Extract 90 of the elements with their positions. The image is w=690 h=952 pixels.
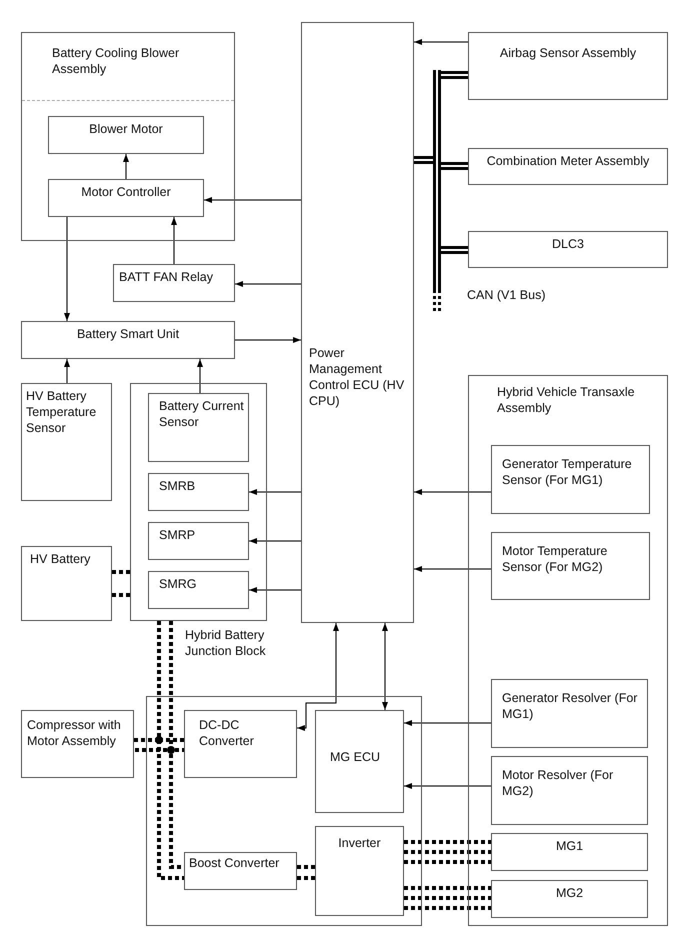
block-box	[113, 264, 235, 302]
box-label: Motor Temperature Sensor (For MG2)	[502, 543, 608, 575]
arrow	[296, 622, 339, 731]
box-label: DLC3	[551, 236, 585, 252]
block-box	[148, 571, 249, 609]
box-label: Compressor with Motor Assembly	[27, 717, 122, 749]
box-label: Boost Converter	[189, 855, 280, 871]
arrow	[197, 358, 203, 394]
box-label: HV Battery	[30, 551, 92, 567]
arrow	[404, 720, 492, 726]
power-line	[404, 896, 491, 900]
block-box	[48, 179, 204, 217]
box-label: Inverter	[337, 835, 382, 851]
block-box	[148, 473, 249, 511]
block-box	[148, 393, 249, 462]
box-label: Generator Resolver (For MG1)	[502, 690, 638, 722]
box-label: BATT FAN Relay	[119, 269, 214, 285]
block-box	[491, 833, 648, 871]
arrow	[171, 216, 177, 264]
box-label: Motor Resolver (For MG2)	[502, 767, 614, 799]
box-label: Blower Motor	[88, 121, 164, 137]
box-label: Combination Meter Assembly	[486, 153, 650, 169]
block-box	[491, 756, 648, 825]
block-box	[21, 710, 134, 778]
power-line	[297, 865, 315, 869]
block-box	[21, 383, 112, 501]
arrow	[123, 154, 129, 180]
box-label: Motor Controller	[80, 184, 172, 200]
power-line	[404, 850, 491, 854]
block-box	[315, 826, 404, 916]
group-box	[468, 375, 668, 926]
power-line	[112, 593, 130, 597]
arrow	[382, 622, 388, 710]
box-label: Battery Current Sensor	[159, 398, 244, 430]
block-box	[301, 22, 414, 623]
block-box	[468, 231, 668, 268]
block-box	[491, 880, 648, 918]
bus-line	[414, 156, 433, 164]
box-label: SMRG	[159, 576, 198, 592]
box-label: SMRP	[159, 527, 196, 543]
group-box	[21, 32, 235, 241]
bus-line	[441, 162, 468, 170]
block-box	[184, 710, 297, 778]
block-box	[148, 522, 249, 560]
arrow	[234, 337, 302, 343]
arrow	[404, 783, 492, 789]
block-box	[491, 679, 648, 748]
bus-bar	[433, 70, 441, 312]
power-line	[297, 876, 315, 880]
power-line	[404, 840, 491, 844]
box-label: Hybrid Vehicle Transaxle Assembly	[497, 384, 636, 416]
block-box	[468, 148, 668, 185]
block-box	[491, 532, 650, 600]
bus-line	[441, 246, 468, 254]
box-label: MG2	[554, 885, 584, 901]
power-line	[112, 570, 130, 574]
arrow	[64, 216, 70, 322]
empty-box	[146, 696, 422, 926]
box-label: Airbag Sensor Assembly	[498, 45, 638, 61]
box-label: MG ECU	[330, 749, 381, 765]
power-line	[404, 906, 491, 910]
block-box	[21, 546, 112, 621]
box-label: Hybrid Battery Junction Block	[185, 627, 267, 659]
arrow	[414, 489, 492, 495]
arrow	[414, 39, 468, 45]
arrow	[248, 489, 302, 495]
arrow	[248, 587, 302, 593]
power-line	[404, 886, 491, 890]
box-label: Generator Temperature Sensor (For MG1)	[502, 456, 633, 488]
block-box	[491, 445, 650, 514]
block-box	[468, 32, 668, 100]
arrow	[64, 358, 70, 384]
arrow	[248, 538, 302, 544]
block-box	[315, 710, 404, 813]
box-label: DC-DC Converter	[199, 717, 255, 749]
box-label: Battery Cooling Blower Assembly	[52, 45, 180, 77]
bus-line	[441, 71, 468, 79]
block-box	[184, 852, 297, 890]
box-label: Battery Smart Unit	[76, 326, 180, 342]
box-label: SMRB	[159, 478, 196, 494]
box-label: MG1	[554, 838, 584, 854]
arrow	[204, 197, 302, 203]
box-label: Power Management Control ECU (HV CPU)	[309, 345, 406, 409]
bus-label: CAN (V1 Bus)	[467, 287, 546, 304]
power-line	[404, 860, 491, 864]
block-box	[48, 116, 204, 154]
arrow	[234, 281, 302, 287]
box-label: HV Battery Temperature Sensor	[26, 388, 98, 436]
arrow	[414, 566, 492, 572]
block-box	[21, 321, 235, 359]
